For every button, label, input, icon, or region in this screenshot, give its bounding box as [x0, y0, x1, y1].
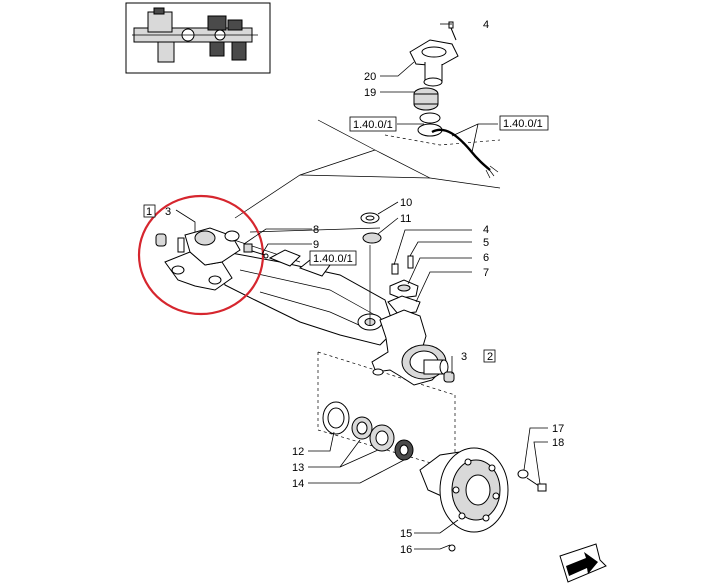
callout-20[interactable]: 20: [364, 71, 376, 83]
callout-12[interactable]: 12: [292, 446, 304, 458]
reference-1-40-0-1-mid[interactable]: 1.40.0/1: [309, 250, 357, 266]
svg-text:1.40.0/1: 1.40.0/1: [503, 118, 543, 130]
callout-6[interactable]: 6: [483, 252, 489, 264]
callout-18[interactable]: 18: [552, 437, 564, 449]
bolt-8-9: [243, 243, 269, 259]
callout-4-top[interactable]: 4: [483, 19, 489, 31]
wheel-bolt: [517, 469, 547, 492]
wheel-hub[interactable]: [419, 447, 509, 552]
callout-9[interactable]: 9: [313, 239, 319, 251]
svg-text:1.40.0/1: 1.40.0/1: [353, 119, 393, 131]
upper-pin-assembly: [369, 245, 421, 325]
callout-2[interactable]: 2: [487, 351, 493, 363]
seal-and-bearings: [322, 401, 414, 461]
axle-housing: [214, 249, 396, 346]
overview-thumbnail[interactable]: [125, 2, 271, 74]
svg-text:1.40.0/1: 1.40.0/1: [313, 253, 353, 265]
callout-box-1: [143, 204, 156, 218]
highlight-circle: [137, 194, 265, 316]
callout-14[interactable]: 14: [292, 478, 304, 490]
callout-19[interactable]: 19: [364, 87, 376, 99]
callout-1[interactable]: 1: [146, 206, 152, 218]
left-steering-knuckle[interactable]: [155, 227, 241, 291]
callout-7[interactable]: 7: [483, 267, 489, 279]
callout-15[interactable]: 15: [400, 528, 412, 540]
callout-13[interactable]: 13: [292, 462, 304, 474]
callout-3-left[interactable]: 3: [165, 206, 171, 218]
right-steering-knuckle[interactable]: [371, 309, 455, 386]
callout-10[interactable]: 10: [400, 197, 412, 209]
sensor-cable: [431, 128, 499, 179]
callout-8[interactable]: 8: [313, 224, 319, 236]
callout-3-right[interactable]: 3: [461, 351, 467, 363]
leader-lines: [175, 23, 548, 550]
callout-5[interactable]: 5: [483, 237, 489, 249]
callout-17[interactable]: 17: [552, 423, 564, 435]
reference-1-40-0-1-left[interactable]: 1.40.0/1: [349, 116, 397, 132]
callout-box-2: [483, 349, 496, 363]
next-page-arrow-icon[interactable]: [559, 543, 607, 583]
shims-10-11: [360, 212, 382, 244]
callout-4[interactable]: 4: [483, 224, 489, 236]
callout-16[interactable]: 16: [400, 544, 412, 556]
top-kingpin-assembly: [409, 21, 459, 137]
reference-1-40-0-1-right[interactable]: 1.40.0/1: [499, 115, 549, 131]
callout-11[interactable]: 11: [400, 213, 411, 225]
